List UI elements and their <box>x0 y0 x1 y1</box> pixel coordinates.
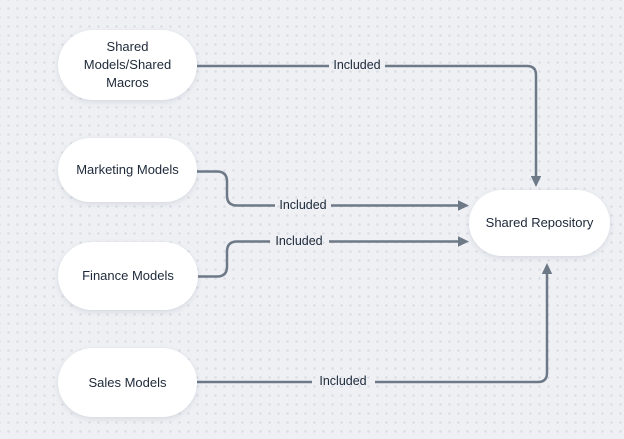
edge-finance-segment-a <box>197 240 270 278</box>
edge-marketing-arrowhead-right <box>458 200 469 211</box>
edge-label-included-sales: Included <box>319 374 367 388</box>
edge-label-included-finance: Included <box>275 234 323 248</box>
edge-finance-arrowhead-right <box>458 236 469 247</box>
edge-label-included-shared-models: Included <box>333 58 381 72</box>
node-marketing-models: Marketing Models <box>58 138 197 202</box>
node-finance-models: Finance Models <box>58 242 198 310</box>
edge-sales-segment-b <box>375 274 549 384</box>
node-shared-repository: Shared Repository <box>469 190 610 256</box>
edge-sales-arrowhead-up <box>541 263 553 274</box>
node-sales-models: Sales Models <box>58 348 197 417</box>
edge-shared-models-segment-b <box>385 64 538 176</box>
edge-label-included-marketing: Included <box>279 198 327 212</box>
edge-shared-models-arrowhead-down <box>530 176 542 187</box>
edge-marketing-segment-a <box>197 170 275 207</box>
node-shared-models-shared-macros: Shared Models/Shared Macros <box>58 30 197 100</box>
